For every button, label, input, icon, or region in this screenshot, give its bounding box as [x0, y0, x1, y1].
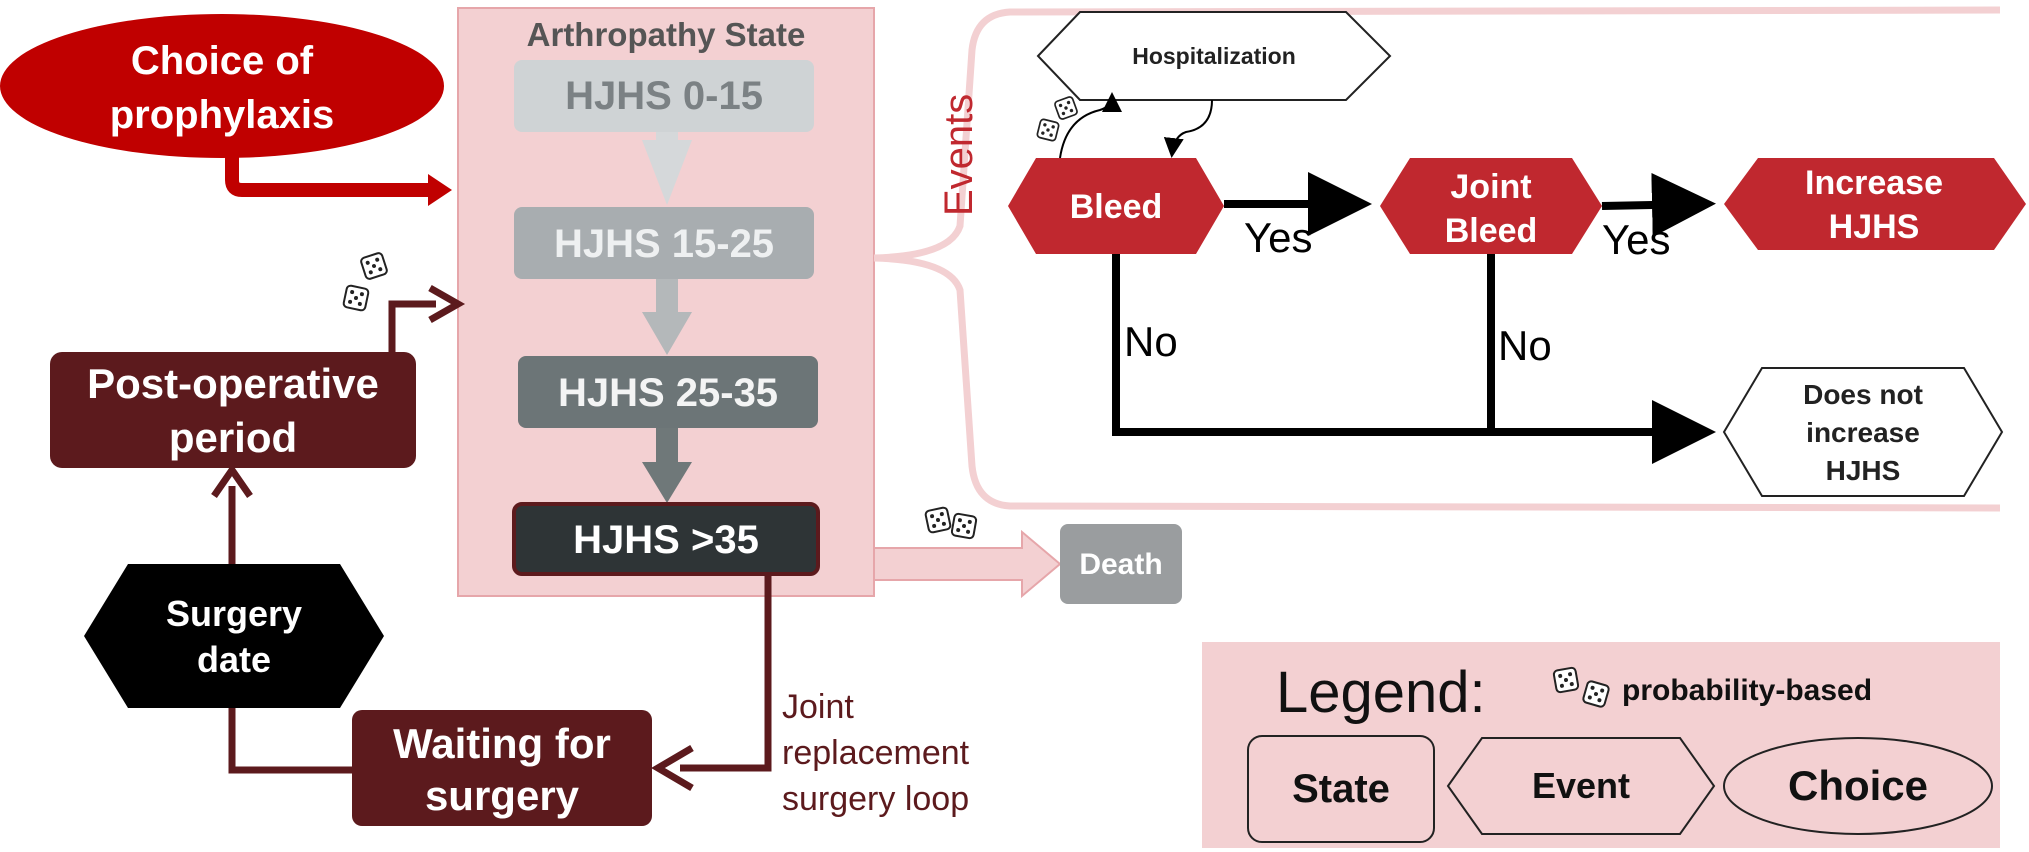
dice-icon	[1053, 95, 1079, 121]
svg-text:Bleed: Bleed	[1445, 212, 1538, 250]
events-brace	[873, 6, 2001, 512]
svg-text:HJHS 25-35: HJHS 25-35	[558, 371, 778, 415]
svg-text:increase: increase	[1806, 417, 1920, 448]
svg-text:Choice of: Choice of	[131, 39, 314, 83]
svg-text:Post-operative: Post-operative	[87, 360, 379, 407]
svg-text:HJHS: HJHS	[1826, 455, 1901, 486]
legend-choice: Choice	[1723, 737, 1993, 835]
svg-text:Choice: Choice	[1788, 762, 1928, 809]
surgery-date[interactable]: Surgery date	[84, 564, 384, 708]
waiting-to-surgery-line	[228, 706, 352, 774]
event-joint-bleed[interactable]: Joint Bleed	[1380, 158, 1602, 254]
svg-text:Death: Death	[1079, 548, 1162, 581]
dice-icon	[1581, 679, 1611, 709]
state-hjhs-gt-35[interactable]: HJHS >35	[512, 502, 820, 576]
postop-to-state-line	[388, 300, 436, 352]
svg-text:HJHS 15-25: HJHS 15-25	[554, 222, 774, 266]
dice-icon	[950, 512, 978, 540]
state-hjhs-25-35[interactable]: HJHS 25-35	[518, 356, 818, 428]
svg-text:prophylaxis: prophylaxis	[110, 93, 335, 137]
svg-text:Hospitalization: Hospitalization	[1132, 43, 1296, 69]
dice-icon	[923, 505, 953, 535]
state-hjhs-15-25[interactable]: HJHS 15-25	[514, 207, 814, 279]
dice-icon	[341, 283, 371, 313]
svg-text:HJHS >35: HJHS >35	[573, 518, 759, 562]
legend-probability-label: probability-based	[1622, 674, 1872, 707]
loop-line-down	[680, 574, 772, 772]
dice-icon	[359, 251, 389, 281]
event-hospitalization[interactable]: Hospitalization	[1036, 11, 1392, 101]
event-bleed[interactable]: Bleed	[1008, 158, 1224, 254]
jointbleed-no-label: No	[1498, 322, 1552, 369]
surgery-to-postop-arrowhead	[211, 463, 253, 498]
death-arrow	[873, 529, 1062, 599]
state-hjhs-0-15[interactable]: HJHS 0-15	[514, 60, 814, 132]
loop-arrowhead-left	[651, 744, 694, 792]
arthropathy-title: Arthropathy State	[527, 16, 806, 53]
post-operative-period[interactable]: Post-operative period	[50, 352, 416, 468]
svg-text:Waiting for: Waiting for	[393, 720, 611, 767]
waiting-for-surgery[interactable]: Waiting for surgery	[352, 710, 652, 826]
dice-icon	[1035, 117, 1061, 143]
bleed-no-label: No	[1124, 318, 1178, 365]
dice-icon	[1552, 666, 1580, 694]
postop-to-state-arrowhead	[428, 284, 466, 324]
loop-label-2: replacement	[782, 734, 970, 772]
svg-text:Does not: Does not	[1803, 379, 1923, 410]
choice-prophylaxis[interactable]: Choice of prophylaxis	[0, 14, 444, 158]
choice-arrowhead	[428, 174, 452, 206]
death-state[interactable]: Death	[1060, 524, 1182, 604]
legend-title: Legend:	[1276, 660, 1486, 725]
bleed-yes-label: Yes	[1244, 214, 1313, 261]
loop-label-3: surgery loop	[782, 780, 969, 818]
svg-text:Joint: Joint	[1450, 168, 1531, 206]
svg-text:period: period	[169, 414, 297, 461]
svg-text:HJHS 0-15: HJHS 0-15	[565, 74, 763, 118]
svg-text:Bleed: Bleed	[1070, 188, 1163, 226]
legend-event: Event	[1446, 737, 1716, 835]
event-increase-hjhs[interactable]: Increase HJHS	[1724, 158, 2026, 250]
svg-text:HJHS: HJHS	[1829, 208, 1920, 246]
bleed-to-hosp-curve	[1059, 92, 1122, 159]
svg-text:surgery: surgery	[425, 772, 580, 819]
svg-text:Increase: Increase	[1805, 164, 1943, 202]
choice-arrow	[225, 156, 430, 197]
hosp-to-bleed-curve	[1163, 99, 1213, 158]
legend-panel	[1202, 642, 2000, 848]
svg-text:State: State	[1292, 767, 1390, 811]
svg-text:date: date	[197, 639, 271, 680]
svg-text:Event: Event	[1532, 765, 1630, 806]
legend-state: State	[1247, 735, 1435, 843]
jointbleed-yes-arrow	[1601, 172, 1716, 237]
jointbleed-yes-label: Yes	[1602, 216, 1671, 263]
svg-text:Surgery: Surgery	[166, 593, 302, 634]
events-label: Events	[937, 94, 981, 216]
event-does-not-increase-hjhs[interactable]: Does not increase HJHS	[1722, 367, 2004, 497]
loop-label-1: Joint	[782, 688, 854, 726]
bleed-no-line	[1112, 254, 1716, 464]
